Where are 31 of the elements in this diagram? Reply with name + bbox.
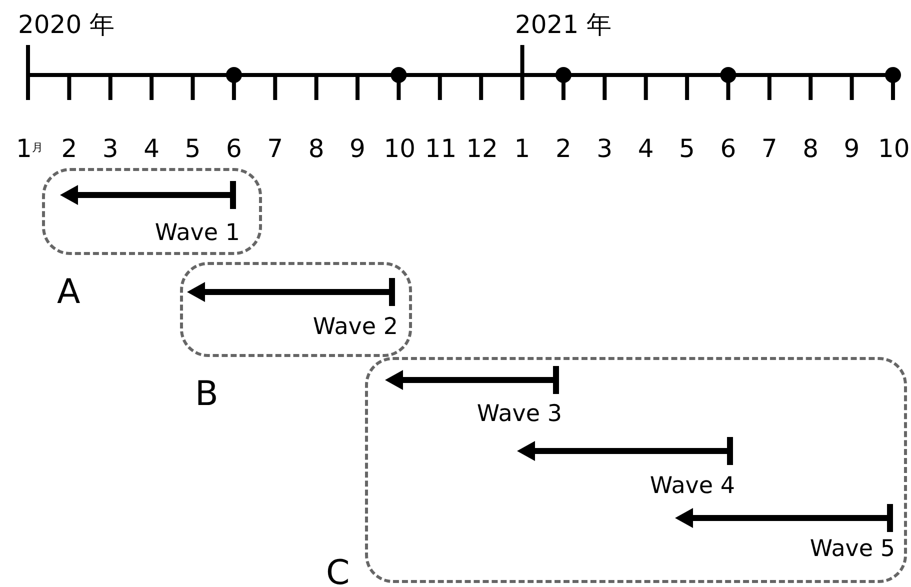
month-label: 7 bbox=[267, 136, 284, 161]
group-label: C bbox=[326, 556, 350, 587]
wave-label: Wave 4 bbox=[650, 475, 735, 498]
month-label: 10 bbox=[878, 136, 910, 161]
wave-label: Wave 2 bbox=[312, 316, 398, 339]
group-label: B bbox=[195, 377, 218, 411]
month-label: 1 bbox=[514, 136, 530, 161]
month-label: 5 bbox=[679, 136, 695, 161]
month-label: 8 bbox=[308, 136, 324, 161]
month-label: 9 bbox=[844, 136, 860, 161]
month-label: 4 bbox=[144, 136, 160, 161]
month-label: 6 bbox=[226, 136, 242, 161]
year-label: 2020 年 bbox=[18, 12, 115, 37]
month-label: 5 bbox=[184, 136, 201, 161]
month-label: 11 bbox=[424, 136, 457, 161]
year-label: 2021 年 bbox=[515, 12, 612, 37]
month-label: 12 bbox=[466, 136, 498, 161]
month-label: 4 bbox=[638, 136, 654, 161]
month-label: 9 bbox=[350, 136, 366, 161]
month-label: 3 bbox=[596, 136, 613, 161]
month-label: 3 bbox=[102, 136, 118, 161]
month-label: 2 bbox=[61, 136, 78, 161]
month-label: 10 bbox=[384, 136, 416, 161]
wave-label: Wave 1 bbox=[154, 222, 240, 245]
month-label: 7 bbox=[761, 136, 778, 161]
wave-label: Wave 5 bbox=[810, 538, 895, 561]
month-label: 2 bbox=[555, 136, 572, 161]
month-label: 8 bbox=[802, 136, 819, 161]
wave-label: Wave 3 bbox=[476, 403, 562, 426]
month-label: 6 bbox=[720, 136, 736, 161]
group-label: A bbox=[57, 275, 80, 309]
